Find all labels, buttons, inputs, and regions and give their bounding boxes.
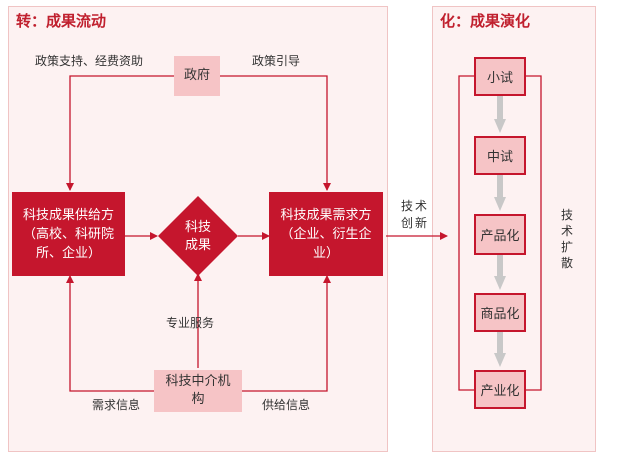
supply-box: 科技成果供给方（高校、科研院所、企业）: [12, 192, 125, 276]
stage-box-4: 商品化: [474, 293, 526, 332]
right-bracket: [526, 75, 542, 391]
tech-innovation-label: 技术创新: [401, 199, 430, 230]
left-panel-title: 转：成果流动: [16, 12, 107, 30]
diamond-shape: [158, 196, 238, 276]
intermediary-to-supply-arrow: [66, 275, 154, 392]
diamond-label: 科技成果: [184, 220, 211, 253]
policy-support-label: 政策支持、经费资助: [35, 54, 144, 68]
stage-box-2: 中试: [474, 136, 526, 175]
government-box: 政府: [174, 56, 220, 96]
gov-to-demand-arrow: [220, 75, 331, 191]
supply-info-label: 供给信息: [262, 398, 311, 412]
right-panel-title: 化：成果演化: [440, 12, 531, 30]
stage-box-1: 小试: [474, 57, 526, 96]
demand-info-label: 需求信息: [92, 398, 141, 412]
intermediary-box: 科技中介机构: [154, 370, 242, 412]
demand-box: 科技成果需求方（企业、衍生企业）: [269, 192, 383, 276]
professional-service-label: 专业服务: [166, 316, 215, 330]
intermediary-to-demand-arrow: [242, 275, 331, 392]
left-bracket: [458, 75, 474, 391]
stage-box-3: 产品化: [474, 214, 526, 255]
tech-diffusion-label: 技术扩散: [560, 208, 573, 270]
policy-guide-label: 政策引导: [252, 54, 301, 68]
gov-to-supply-arrow: [66, 75, 174, 191]
stage-box-5: 产业化: [474, 370, 526, 409]
